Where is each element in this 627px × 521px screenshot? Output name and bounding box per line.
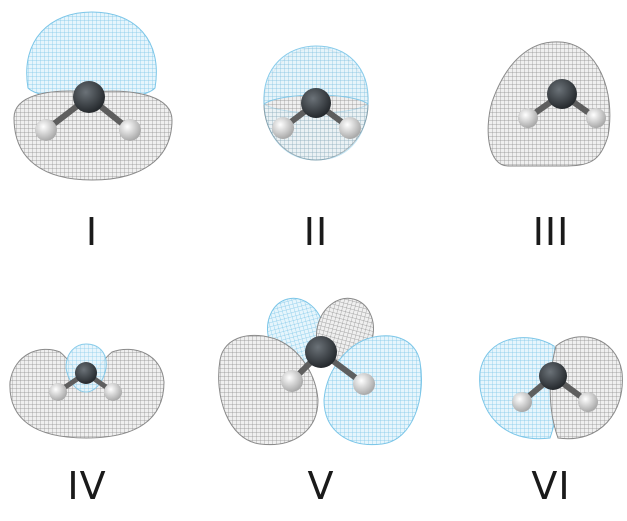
hydrogen-atom xyxy=(578,392,598,412)
orbital-label-2: II xyxy=(303,210,329,254)
orbital-panel-2 xyxy=(263,45,369,161)
hydrogen-atom xyxy=(272,117,294,139)
negative-lobe xyxy=(218,334,319,446)
hydrogen-atom xyxy=(586,108,606,128)
hydrogen-atom xyxy=(281,370,303,392)
oxygen-atom xyxy=(73,81,105,113)
negative-lobe xyxy=(13,90,173,181)
orbital-panel-4 xyxy=(9,343,165,439)
hydrogen-atom xyxy=(353,373,375,395)
negative-lobe xyxy=(9,348,165,439)
oxygen-atom xyxy=(305,336,337,368)
hydrogen-atom xyxy=(35,119,57,141)
negative-lobe xyxy=(549,336,623,440)
orbital-label-6: VI xyxy=(531,464,571,508)
hydrogen-atom xyxy=(49,383,67,401)
orbital-panel-5 xyxy=(218,297,422,446)
oxygen-atom xyxy=(539,362,567,390)
hydrogen-atom xyxy=(104,383,122,401)
orbital-panel-3 xyxy=(487,41,611,167)
hydrogen-atom xyxy=(119,119,141,141)
oxygen-atom xyxy=(301,88,331,118)
oxygen-atom xyxy=(75,362,97,384)
orbital-label-5: V xyxy=(307,464,335,508)
orbital-label-3: III xyxy=(532,210,570,254)
orbital-label-4: IV xyxy=(67,464,107,508)
hydrogen-atom xyxy=(339,117,361,139)
hydrogen-atom xyxy=(518,108,538,128)
oxygen-atom xyxy=(547,79,577,109)
orbital-panel-1 xyxy=(13,11,173,181)
hydrogen-atom xyxy=(512,392,532,412)
orbital-label-1: I xyxy=(85,210,99,254)
orbital-panel-6 xyxy=(479,336,623,440)
